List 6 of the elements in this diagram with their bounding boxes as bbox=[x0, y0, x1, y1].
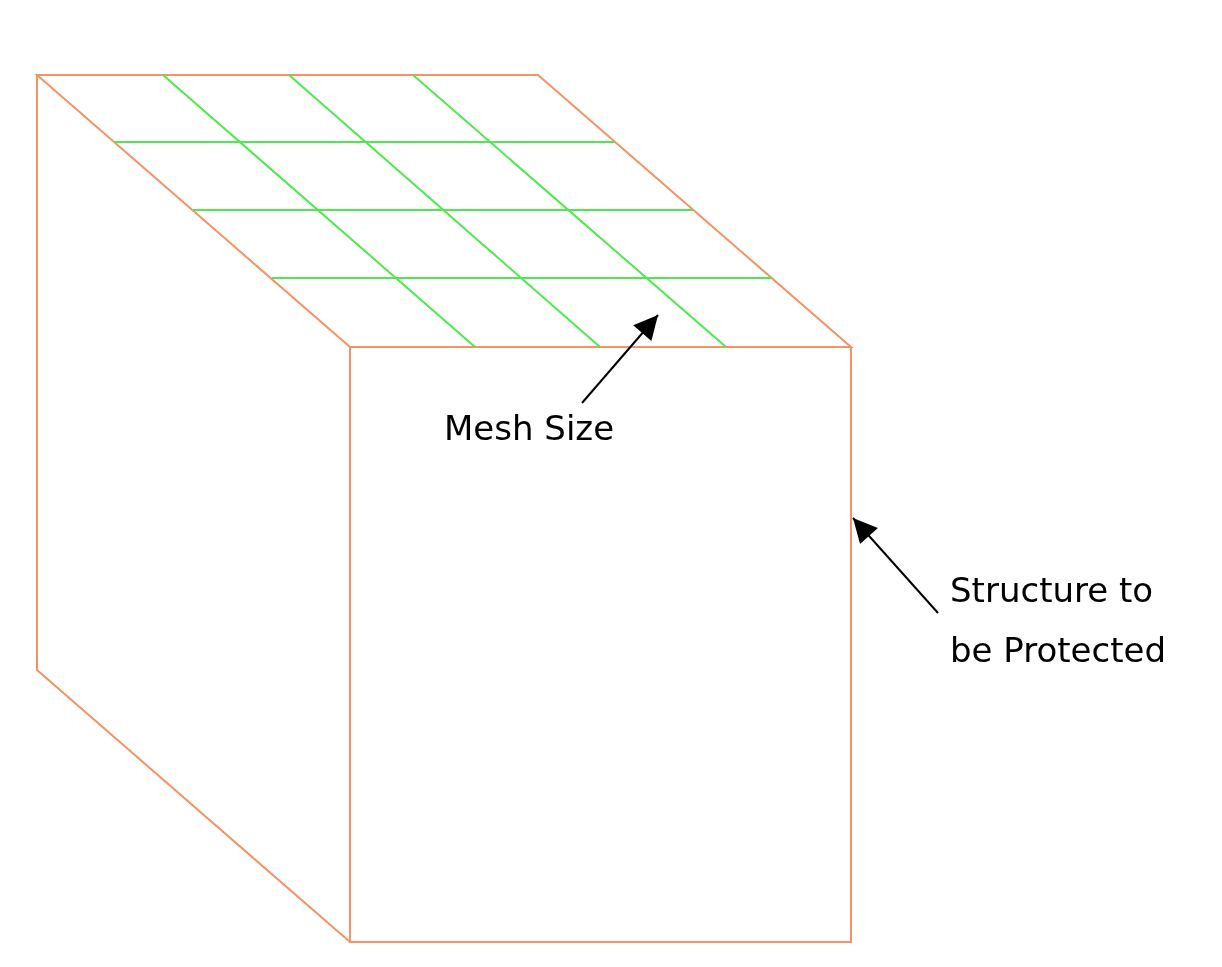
callout-label: Structure to be Protected bbox=[950, 560, 1190, 680]
leader-line bbox=[581, 314, 659, 404]
mesh-grid bbox=[113, 74, 773, 348]
callout-label: Mesh Size bbox=[444, 398, 644, 458]
leader-line bbox=[852, 517, 939, 614]
cube-drawing bbox=[36, 74, 853, 944]
